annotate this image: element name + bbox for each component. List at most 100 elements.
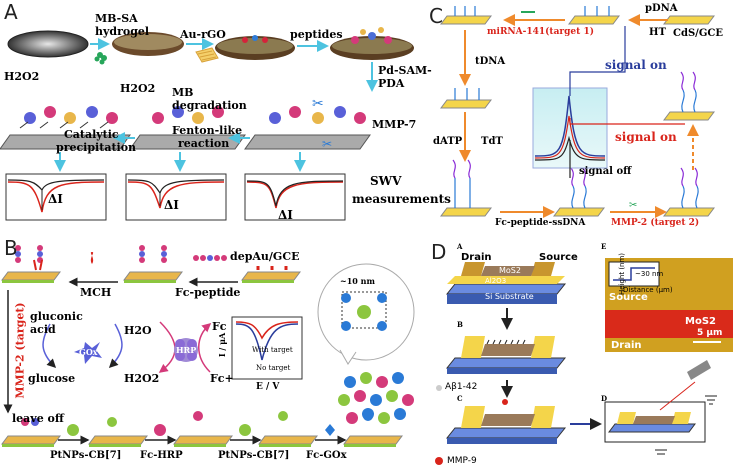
label-swv-1: SWV bbox=[370, 174, 402, 188]
label-swv-2: measurements bbox=[352, 192, 451, 206]
label-au-rgo: Au-rGO bbox=[180, 28, 226, 41]
label-drain: Drain bbox=[461, 252, 492, 263]
c-electrodes bbox=[440, 15, 715, 217]
label-delta-i-1: ΔI bbox=[48, 192, 63, 206]
label-catalytic-1: Catalytic bbox=[64, 128, 119, 141]
fet-device-a bbox=[445, 262, 567, 304]
label-gluconic-1: gluconic bbox=[30, 310, 83, 323]
swv-plot-2 bbox=[125, 173, 227, 221]
label-pdna: pDNA bbox=[645, 3, 678, 14]
electrode-disk-1 bbox=[7, 30, 89, 58]
swv-plot-1 bbox=[5, 173, 107, 221]
label-step4: Fc-GOx bbox=[306, 450, 347, 461]
label-fc-peptide: Fc-peptide bbox=[175, 286, 241, 299]
signal-curve-black bbox=[534, 135, 606, 161]
label-cds: CdS/GCE bbox=[673, 28, 723, 39]
panel-b: B MCH Fc-peptide depAu/GCE MMP-2 (target… bbox=[0, 232, 425, 471]
fet-device-b bbox=[445, 336, 567, 374]
label-mmp9: MMP-9 bbox=[447, 456, 477, 466]
label-mb-2: degradation bbox=[172, 99, 247, 112]
abeta-drop bbox=[436, 385, 442, 391]
label-fenton-2: reaction bbox=[178, 137, 230, 150]
label-mirna: miRNA-141(target 1) bbox=[487, 27, 594, 37]
cv-inset bbox=[231, 316, 303, 380]
signal-curve-red bbox=[534, 115, 606, 159]
label-mmp7: MMP-7 bbox=[372, 118, 417, 131]
label-tdt: TdT bbox=[481, 136, 503, 147]
label-step2: Fc-HRP bbox=[140, 450, 183, 461]
label-ht: HT bbox=[649, 27, 666, 38]
label-step-nm: ~30 nm bbox=[635, 270, 664, 278]
label-i-axis: I / μA bbox=[217, 332, 228, 358]
red-signal-line bbox=[569, 118, 685, 125]
label-e-mos2: MoS2 bbox=[685, 316, 716, 327]
label-mmp2-b: MMP-2 (target) bbox=[13, 302, 27, 399]
label-catalytic-2: precipitation bbox=[56, 141, 137, 154]
label-fc-plus: Fc+ bbox=[210, 372, 234, 385]
fet-device-c bbox=[445, 399, 567, 444]
label-peptides: peptides bbox=[290, 28, 343, 41]
label-signal-on-blue: signal on bbox=[605, 58, 667, 72]
signal-curve-blue bbox=[534, 95, 606, 157]
label-step3: PtNPs-CB[7] bbox=[218, 450, 290, 461]
label-mb-1: MB bbox=[172, 86, 194, 99]
molecule-bubble bbox=[317, 263, 415, 365]
label-glucose: glucose bbox=[28, 372, 76, 385]
b-particles bbox=[21, 411, 373, 436]
label-mmp2-c: MMP-2 (target 2) bbox=[611, 218, 700, 228]
label-abeta: Aβ1-42 bbox=[445, 382, 478, 392]
mmp9-drop bbox=[435, 457, 443, 465]
peptide-chains bbox=[15, 245, 288, 271]
hydrogel-blob bbox=[94, 52, 107, 65]
panel-b-letter: B bbox=[4, 236, 18, 260]
b-bottom-electrodes bbox=[1, 435, 403, 447]
panel-c-graphics: ✂ bbox=[440, 6, 715, 218]
panel-c: ✂ C pDNA HT CdS/GCE miRNA-141(target 1) … bbox=[425, 0, 737, 232]
mch-drop bbox=[90, 252, 94, 264]
panel-a-letter: A bbox=[4, 0, 18, 24]
sub-label-c: C bbox=[457, 394, 463, 403]
panel-d-letter: D bbox=[431, 240, 447, 264]
sub-label-d: D bbox=[601, 394, 608, 403]
sub-label-e: E bbox=[601, 242, 607, 251]
label-pd-sam-1: Pd-SAM- bbox=[378, 64, 432, 77]
label-with-target: With target bbox=[252, 346, 293, 354]
label-distance-axis: Distance (μm) bbox=[623, 286, 673, 294]
label-fenton-1: Fenton-like bbox=[172, 124, 243, 137]
middle-row-plates bbox=[0, 134, 371, 150]
scissors-icon-c: ✂ bbox=[629, 200, 637, 211]
sub-label-a: A bbox=[457, 242, 463, 251]
panel-a: ✂ ✂ A MB-SA hydrogel Au-rGO peptides Pd-… bbox=[0, 0, 451, 232]
label-nm: ~10 nm bbox=[340, 276, 375, 286]
dna-strands bbox=[454, 6, 699, 209]
label-hydrogel-1: MB-SA bbox=[95, 12, 138, 25]
label-signal-on-red: signal on bbox=[615, 130, 677, 144]
label-mos2: MoS2 bbox=[499, 266, 521, 275]
afm-image bbox=[605, 258, 733, 352]
scissors-icon-2: ✂ bbox=[322, 137, 332, 151]
label-leave-off: leave off bbox=[12, 412, 64, 425]
lattice-network bbox=[338, 372, 414, 424]
blue-signal-line bbox=[569, 26, 626, 96]
label-delta-i-2: ΔI bbox=[164, 198, 179, 212]
panel-c-letter: C bbox=[429, 4, 443, 28]
label-tdna: tDNA bbox=[475, 56, 506, 67]
label-pd-sam-2: PDA bbox=[378, 77, 405, 90]
label-fc: Fc bbox=[212, 320, 227, 333]
label-delta-i-3: ΔI bbox=[278, 208, 293, 222]
label-si: Si Substrate bbox=[485, 292, 534, 301]
label-e-axis: E / V bbox=[256, 382, 280, 392]
b-top-electrodes bbox=[1, 271, 301, 283]
panel-d-graphics bbox=[435, 258, 733, 465]
panel-b-graphics bbox=[1, 245, 415, 447]
gox-star bbox=[74, 342, 102, 364]
label-h2o2-left: H2O2 bbox=[4, 70, 40, 83]
label-source: Source bbox=[539, 252, 578, 263]
label-datp: dATP bbox=[433, 136, 463, 147]
sub-label-b: B bbox=[457, 320, 463, 329]
panel-d: D A B C D E Drain Source MoS2 Al2O3 Si S… bbox=[425, 232, 737, 471]
label-e-source: Source bbox=[609, 292, 648, 303]
fet-device-d bbox=[604, 360, 717, 455]
label-no-target: No target bbox=[256, 364, 291, 372]
label-mch: MCH bbox=[80, 286, 112, 299]
